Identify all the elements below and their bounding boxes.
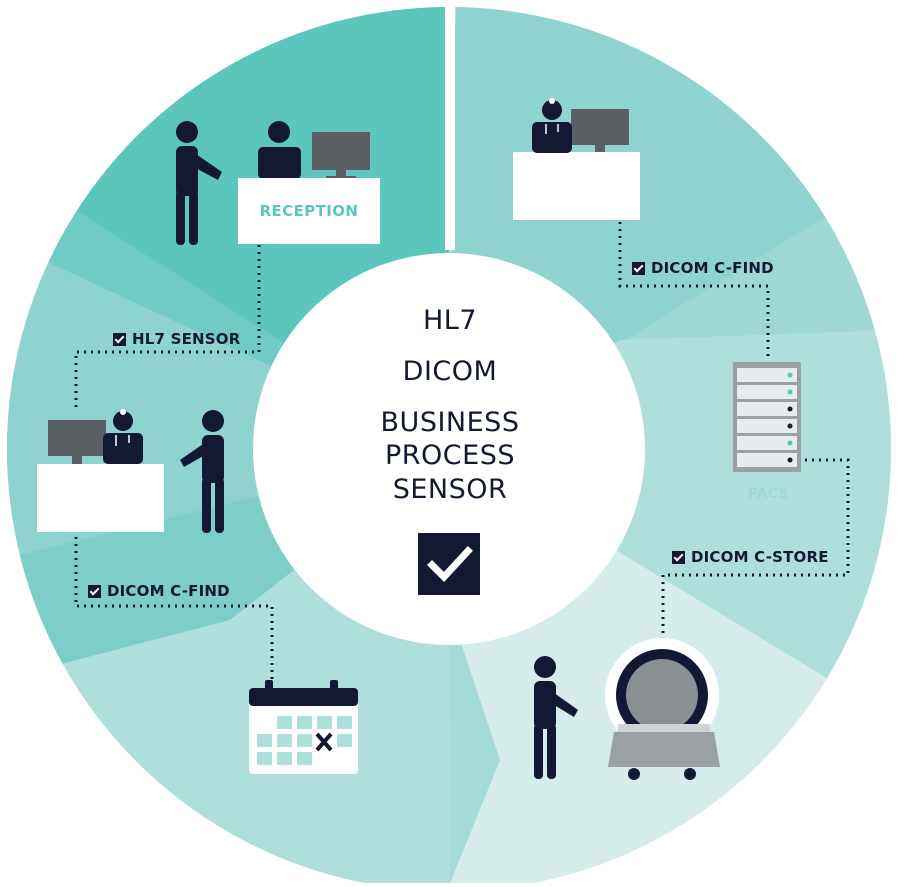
dicom-cfind-left-text: DICOM C-FIND bbox=[107, 582, 230, 600]
checkbox-icon bbox=[632, 261, 645, 275]
monitor-icon bbox=[571, 109, 629, 145]
monitor-icon bbox=[48, 420, 106, 456]
hl7-sensor-badge: HL7 SENSOR bbox=[113, 330, 240, 348]
person-icon bbox=[202, 410, 224, 432]
pacs-label: PACS bbox=[747, 486, 789, 502]
checkbox-icon bbox=[113, 332, 126, 346]
mri-scanner-icon bbox=[534, 638, 720, 780]
center-line-sensor: SENSOR bbox=[392, 474, 508, 505]
dicom-cfind-top-text: DICOM C-FIND bbox=[651, 259, 774, 277]
center-circle bbox=[253, 253, 645, 645]
checkbox-icon bbox=[88, 584, 101, 598]
pacs-server-icon bbox=[733, 362, 801, 472]
person-icon bbox=[534, 656, 556, 678]
reception-scene bbox=[176, 121, 370, 245]
person-icon bbox=[268, 121, 290, 143]
doctor-icon bbox=[113, 411, 133, 431]
person-icon bbox=[176, 121, 198, 143]
calendar-icon bbox=[249, 680, 358, 774]
reception-label: RECEPTION bbox=[238, 178, 380, 244]
hl7-sensor-text: HL7 SENSOR bbox=[132, 330, 241, 348]
dicom-cstore-badge: DICOM C-STORE bbox=[672, 548, 829, 566]
monitor-icon bbox=[312, 132, 370, 170]
connectors bbox=[74, 222, 850, 680]
doctor-icon bbox=[542, 100, 562, 120]
checkbox-icon bbox=[672, 550, 685, 564]
center-line-business: BUSINESS bbox=[380, 407, 520, 438]
dicom-cfind-left-badge: DICOM C-FIND bbox=[88, 582, 230, 600]
center-line-dicom: DICOM bbox=[402, 356, 498, 387]
dicom-cstore-text: DICOM C-STORE bbox=[691, 548, 829, 566]
checkmark-icon bbox=[418, 533, 480, 595]
top-desk-scene bbox=[513, 98, 640, 220]
left-desk-scene bbox=[37, 409, 224, 533]
dicom-cfind-top-badge: DICOM C-FIND bbox=[632, 259, 774, 277]
center-line-hl7: HL7 bbox=[422, 305, 478, 336]
center-line-process: PROCESS bbox=[385, 440, 515, 471]
